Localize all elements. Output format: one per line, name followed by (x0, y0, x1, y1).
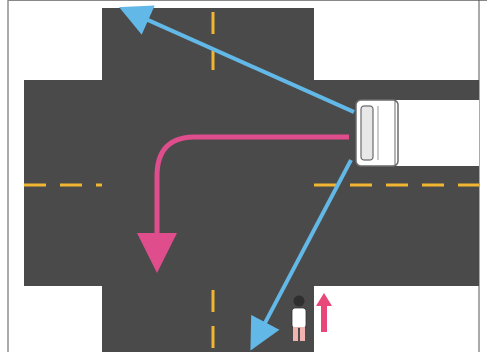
pedestrian-direction-arrow (316, 293, 332, 332)
pedestrian-arrow-head (316, 293, 332, 306)
pedestrian-body (291, 307, 307, 329)
pedestrian-leg-left (293, 327, 298, 341)
lane-markings (24, 12, 479, 352)
pedestrian-icon (291, 295, 307, 341)
pedestrian-arrow-shaft (321, 304, 327, 332)
pedestrian-head (293, 295, 305, 307)
truck-icon (355, 99, 479, 167)
truck-trailer (395, 100, 479, 166)
right-turn-path-arrow (137, 134, 349, 273)
truck-windshield (360, 105, 374, 161)
right-view-line-arrow (250, 159, 353, 351)
left-view-line-arrow (119, 5, 355, 114)
pedestrian-leg-right (300, 327, 305, 341)
